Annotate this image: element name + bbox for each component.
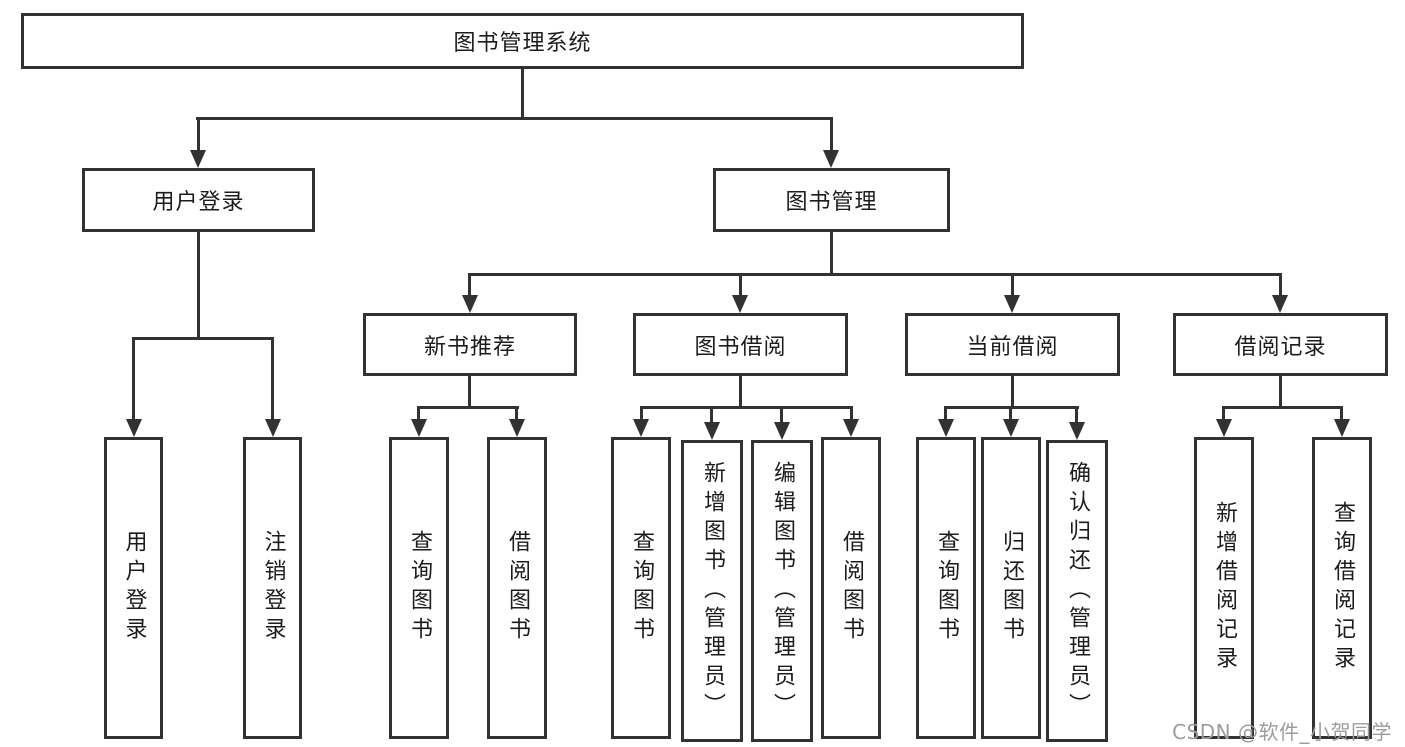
connector-line bbox=[197, 117, 200, 153]
connector-line bbox=[1075, 406, 1078, 424]
leaf-label: 查询借阅记录 bbox=[1330, 501, 1355, 675]
connector-line bbox=[710, 406, 713, 424]
arrow-down-icon bbox=[704, 422, 720, 440]
node-book-borrowing: 图书借阅 bbox=[633, 313, 848, 376]
connector-line bbox=[640, 406, 643, 422]
connector-line bbox=[132, 337, 274, 340]
leaf-user-login: 用户登录 bbox=[104, 437, 163, 739]
leaf-add-book-admin: 新增图书（管理员） bbox=[681, 440, 743, 742]
node-user-login: 用户登录 bbox=[82, 168, 315, 232]
leaf-query-books: 查询图书 bbox=[611, 437, 671, 739]
leaf-borrow-books: 借阅图书 bbox=[821, 437, 881, 739]
arrow-down-icon bbox=[732, 295, 748, 313]
leaf-add-borrow-record: 新增借阅记录 bbox=[1194, 437, 1254, 739]
leaf-label: 借阅图书 bbox=[505, 530, 530, 646]
node-borrowing-records: 借阅记录 bbox=[1173, 313, 1388, 376]
connector-line bbox=[1011, 376, 1014, 406]
leaf-edit-book-admin: 编辑图书（管理员） bbox=[751, 440, 813, 742]
arrow-down-icon bbox=[1334, 419, 1350, 437]
connector-line bbox=[850, 406, 853, 422]
leaf-label: 用户登录 bbox=[121, 530, 147, 646]
leaf-label: 查询图书 bbox=[629, 530, 654, 646]
arrow-down-icon bbox=[411, 419, 427, 437]
node-label: 图书管理 bbox=[785, 190, 878, 215]
leaf-label: 编辑图书（管理员） bbox=[770, 460, 795, 722]
node-label: 新书推荐 bbox=[423, 334, 516, 360]
arrow-down-icon bbox=[1216, 419, 1232, 437]
node-book-management: 图书管理 bbox=[713, 168, 950, 232]
leaf-confirm-return-admin: 确认归还（管理员） bbox=[1046, 440, 1108, 742]
arrow-down-icon bbox=[1003, 419, 1019, 437]
connector-line bbox=[1340, 406, 1343, 422]
leaf-label: 查询图书 bbox=[934, 530, 959, 646]
arrow-down-icon bbox=[1004, 295, 1020, 313]
connector-line bbox=[417, 406, 420, 422]
arrow-down-icon bbox=[126, 419, 142, 437]
leaf-label: 借阅图书 bbox=[839, 530, 864, 646]
leaf-query-books: 查询图书 bbox=[916, 437, 976, 739]
node-label: 图书借阅 bbox=[694, 334, 787, 360]
node-label: 当前借阅 bbox=[966, 334, 1059, 360]
connector-line bbox=[521, 69, 524, 119]
connector-line bbox=[468, 376, 471, 406]
connector-line bbox=[830, 117, 833, 153]
arrow-down-icon bbox=[938, 419, 954, 437]
connector-line bbox=[197, 232, 200, 337]
arrow-down-icon bbox=[462, 295, 478, 313]
leaf-borrow-books: 借阅图书 bbox=[487, 437, 547, 739]
arrow-down-icon bbox=[265, 419, 281, 437]
leaf-label: 新增图书（管理员） bbox=[700, 460, 725, 722]
leaf-query-borrow-record: 查询借阅记录 bbox=[1312, 437, 1372, 739]
node-library-management-system: 图书管理系统 bbox=[21, 13, 1024, 69]
connector-line bbox=[739, 376, 742, 406]
arrow-down-icon bbox=[823, 150, 839, 168]
node-label: 图书管理系统 bbox=[453, 31, 592, 56]
connector-line bbox=[1279, 376, 1282, 406]
arrow-down-icon bbox=[190, 150, 206, 168]
arrow-down-icon bbox=[633, 419, 649, 437]
arrow-down-icon bbox=[774, 422, 790, 440]
arrow-down-icon bbox=[1272, 295, 1288, 313]
connector-line bbox=[780, 406, 783, 424]
connector-line bbox=[1011, 273, 1014, 299]
connector-line bbox=[1279, 273, 1282, 299]
leaf-label: 新增借阅记录 bbox=[1212, 501, 1237, 675]
leaf-label: 查询图书 bbox=[407, 530, 432, 646]
leaf-label: 注销登录 bbox=[260, 530, 286, 646]
connector-line bbox=[132, 337, 135, 421]
connector-line bbox=[417, 406, 519, 409]
connector-line bbox=[1009, 406, 1012, 422]
leaf-return-book: 归还图书 bbox=[981, 437, 1041, 739]
arrow-down-icon bbox=[509, 419, 525, 437]
leaf-logout-login: 注销登录 bbox=[243, 437, 302, 739]
connector-line bbox=[640, 406, 852, 409]
leaf-query-books: 查询图书 bbox=[389, 437, 449, 739]
connector-line bbox=[468, 273, 1282, 276]
leaf-label: 归还图书 bbox=[999, 530, 1024, 646]
connector-line bbox=[830, 232, 833, 273]
arrow-down-icon bbox=[1069, 422, 1085, 440]
arrow-down-icon bbox=[843, 419, 859, 437]
node-label: 借阅记录 bbox=[1234, 334, 1327, 360]
connector-line bbox=[515, 406, 518, 422]
node-current-borrowing: 当前借阅 bbox=[905, 313, 1120, 376]
connector-line bbox=[196, 117, 832, 120]
connector-line bbox=[468, 273, 471, 299]
connector-line bbox=[944, 406, 947, 422]
watermark-text: CSDN @软件_小贺同学 bbox=[1172, 720, 1392, 744]
leaf-label: 确认归还（管理员） bbox=[1065, 460, 1090, 722]
connector-line bbox=[1222, 406, 1225, 422]
node-label: 用户登录 bbox=[152, 190, 245, 215]
connector-line bbox=[271, 337, 274, 421]
node-new-book-recommendation: 新书推荐 bbox=[363, 313, 577, 376]
connector-line bbox=[739, 273, 742, 299]
connector-line bbox=[1222, 406, 1342, 409]
